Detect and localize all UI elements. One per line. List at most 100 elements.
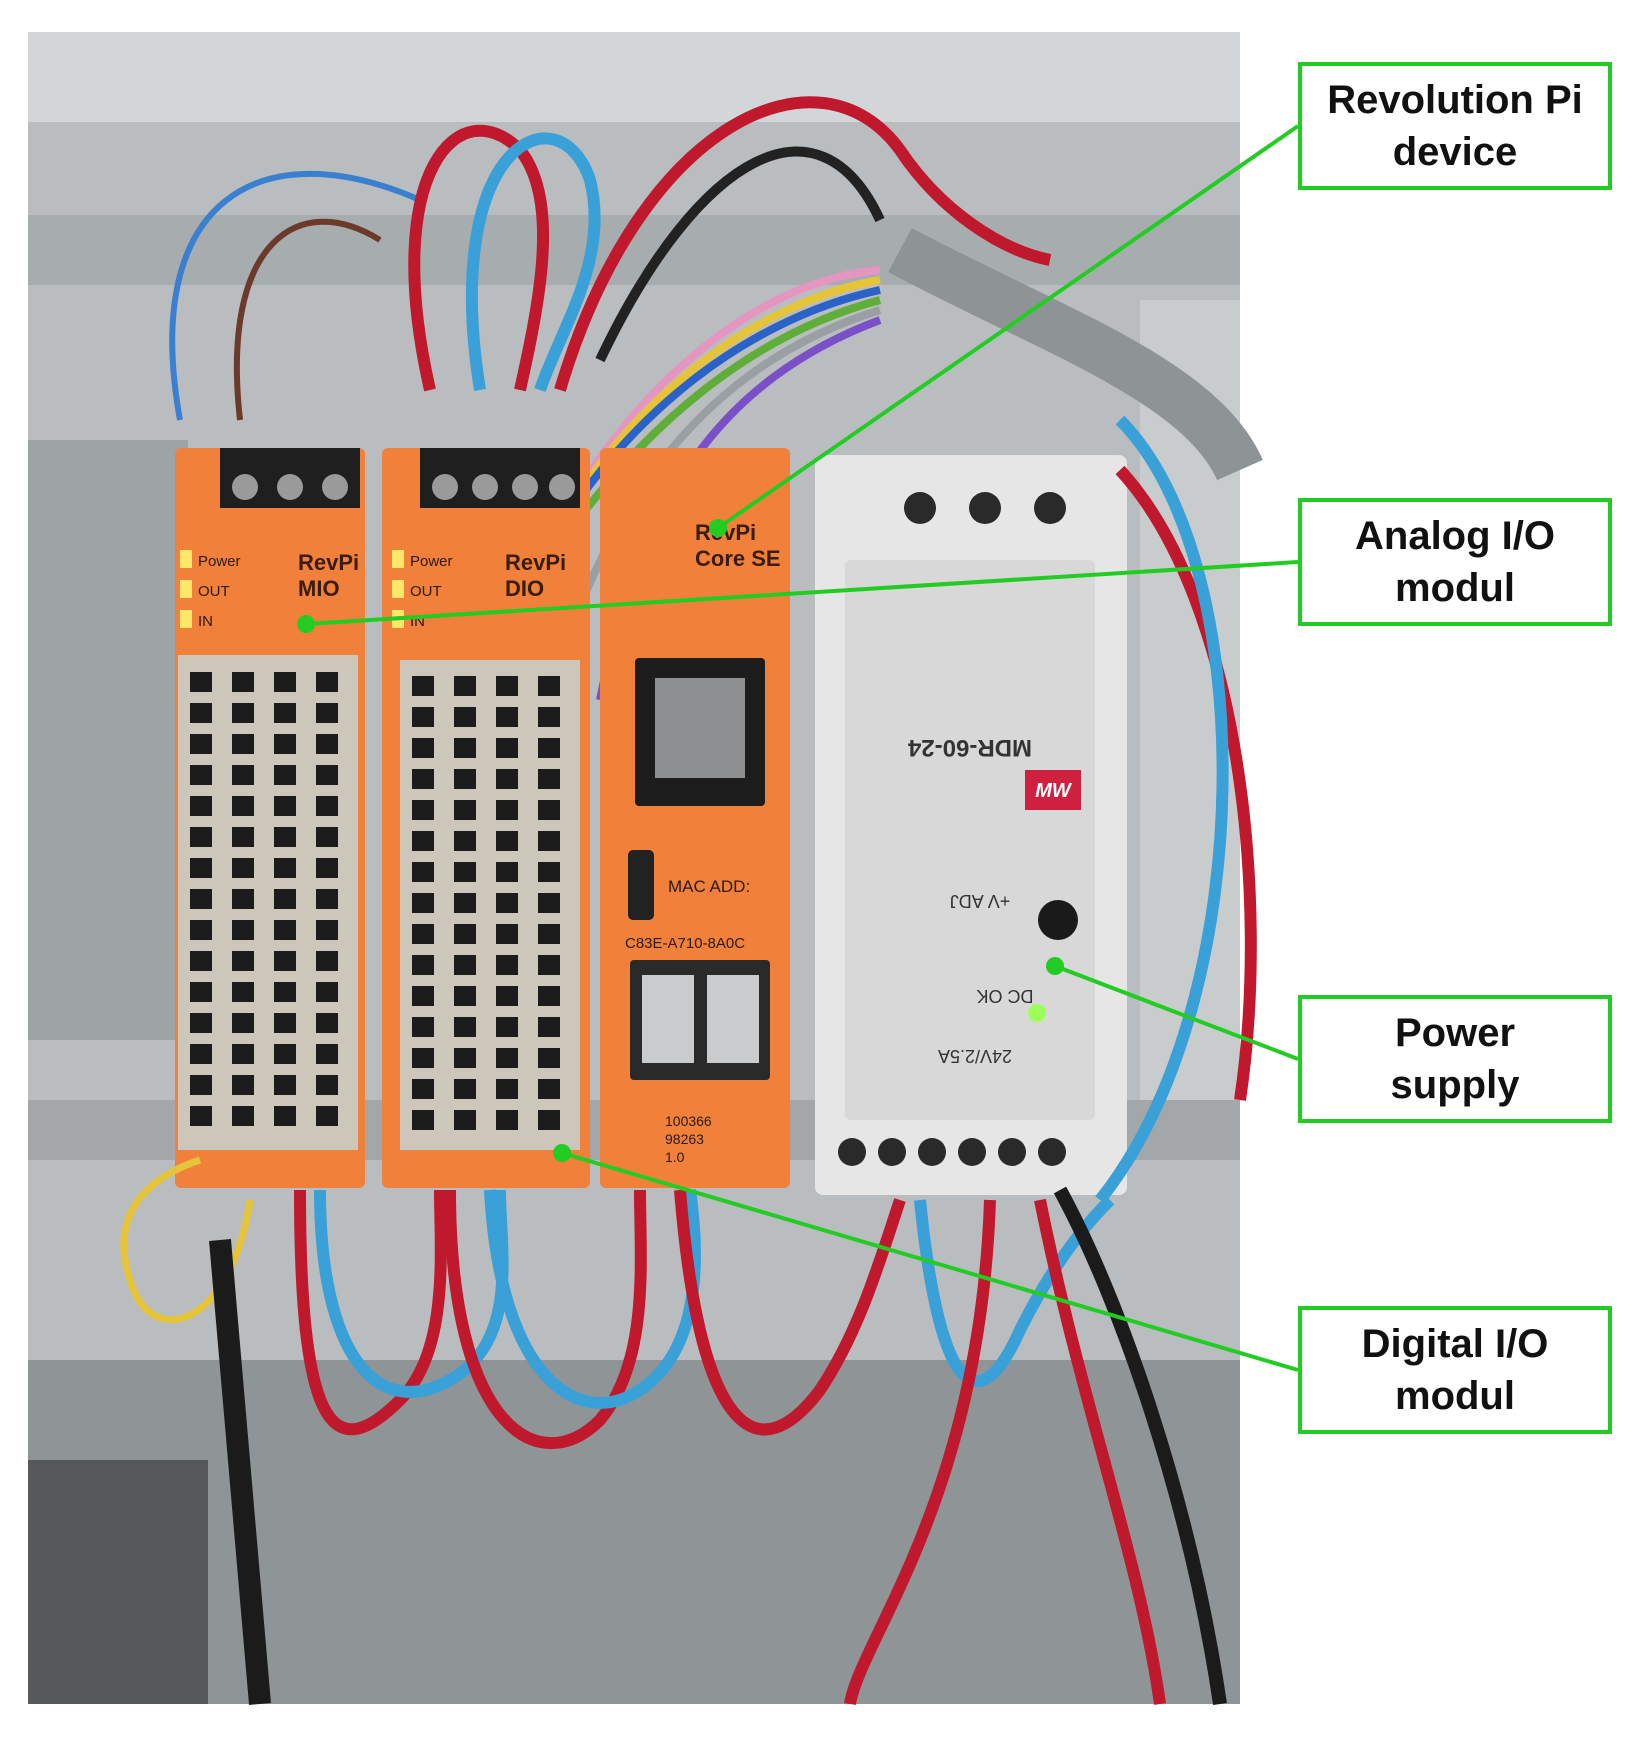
terminal-slot [316, 889, 338, 909]
terminal-slot [190, 889, 212, 909]
terminal-screw [904, 492, 936, 524]
output-terminal-screw [918, 1138, 946, 1166]
callout-power-supply: Power supply [1298, 995, 1612, 1123]
terminal-slot [454, 676, 476, 696]
led-label-in: IN [198, 613, 213, 630]
terminal-slot [454, 893, 476, 913]
wire-blue-thin [169, 170, 422, 421]
status-led [392, 580, 404, 598]
callout-digital-io-modul: Digital I/O modul [1298, 1306, 1612, 1434]
meanwell-logo [1025, 770, 1081, 810]
terminal-slot [316, 765, 338, 785]
terminal-slot [496, 831, 518, 851]
dio-terminal-slots [412, 676, 560, 1130]
mio-terminal-slots [190, 672, 338, 1126]
terminal-slot [454, 1079, 476, 1099]
terminal-slot [538, 1110, 560, 1130]
terminal-slot [232, 951, 254, 971]
output-terminal-screw [878, 1138, 906, 1166]
psu-output-terminals [838, 1138, 1066, 1166]
terminal-slot [316, 1013, 338, 1033]
terminal-slot [496, 738, 518, 758]
output-terminal-screw [998, 1138, 1026, 1166]
dio-model-label: DIO [505, 576, 544, 601]
terminal-slot [538, 831, 560, 851]
terminal-slot [538, 1079, 560, 1099]
leader-line-revpi [716, 124, 1300, 530]
terminal-slot [538, 1017, 560, 1037]
terminal-slot [274, 858, 296, 878]
callout-label: Digital I/O modul [1361, 1322, 1549, 1418]
wire-red-lower [674, 1189, 906, 1436]
terminal-slot [412, 738, 434, 758]
terminal-screw [277, 474, 303, 500]
terminal-slot [190, 858, 212, 878]
terminal-slot [412, 769, 434, 789]
terminal-slot [454, 924, 476, 944]
callout-label: Analog I/O modul [1355, 514, 1555, 610]
callout-label: Revolution Pi device [1327, 78, 1583, 174]
terminal-slot [274, 982, 296, 1002]
terminal-slot [496, 1017, 518, 1037]
terminal-slot [454, 769, 476, 789]
terminal-slot [190, 1044, 212, 1064]
terminal-slot [274, 672, 296, 692]
led-label-out: OUT [198, 583, 230, 600]
wire-brown-thin [233, 218, 382, 421]
cable-grey-jacket [888, 227, 1263, 482]
terminal-screw [472, 474, 498, 500]
terminal-slot [190, 765, 212, 785]
leader-dot [297, 615, 315, 633]
wire-red-loop [408, 124, 550, 392]
terminal-slot [274, 1013, 296, 1033]
terminal-slot [316, 982, 338, 1002]
terminal-slot [454, 1017, 476, 1037]
terminal-slot [316, 858, 338, 878]
terminal-slot [412, 800, 434, 820]
terminal-screw [1034, 492, 1066, 524]
terminal-slot [232, 827, 254, 847]
terminal-slot [538, 738, 560, 758]
voltage-adjust-knob [1038, 900, 1078, 940]
terminal-slot [190, 951, 212, 971]
leader-line-analog [305, 560, 1299, 626]
terminal-slot [412, 831, 434, 851]
terminal-slot [316, 1044, 338, 1064]
terminal-slot [274, 827, 296, 847]
wire-red-right [1115, 465, 1257, 1101]
cable-black-right [1053, 1186, 1227, 1706]
terminal-slot [412, 676, 434, 696]
terminal-slot [496, 707, 518, 727]
output-terminal-screw [838, 1138, 866, 1166]
terminal-slot [190, 1075, 212, 1095]
terminal-slot [274, 1075, 296, 1095]
terminal-slot [496, 1048, 518, 1068]
terminal-slot [316, 951, 338, 971]
terminal-slot [454, 986, 476, 1006]
terminal-screw [322, 474, 348, 500]
terminal-slot [496, 676, 518, 696]
terminal-slot [538, 676, 560, 696]
terminal-slot [232, 1044, 254, 1064]
terminal-slot [316, 796, 338, 816]
terminal-slot [274, 920, 296, 940]
status-led [392, 550, 404, 568]
terminal-slot [190, 672, 212, 692]
callout-revolution-pi-device: Revolution Pi device [1298, 62, 1612, 190]
cabinet-side-left [28, 440, 188, 1040]
terminal-slot [496, 769, 518, 789]
terminal-slot [412, 707, 434, 727]
terminal-slot [496, 800, 518, 820]
terminal-slot [274, 734, 296, 754]
terminal-slot [274, 796, 296, 816]
terminal-slot [190, 796, 212, 816]
terminal-slot [412, 1079, 434, 1099]
psu-status-label: DC OK [976, 986, 1033, 1006]
usb-port-right [707, 975, 759, 1063]
core-model-label: Core SE [695, 546, 781, 571]
output-terminal-screw [958, 1138, 986, 1166]
background-component [28, 1460, 208, 1704]
terminal-slot [496, 862, 518, 882]
digital-io-module: Power OUT IN RevPi DIO [382, 448, 590, 1188]
analog-io-module: Power OUT IN RevPi MIO [175, 448, 365, 1188]
